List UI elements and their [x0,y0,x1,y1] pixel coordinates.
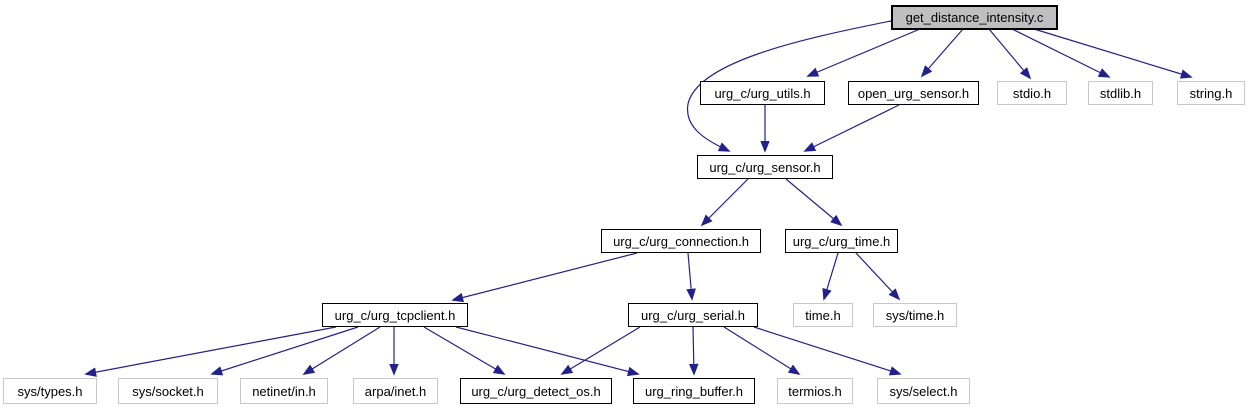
edge-urg_sensor-urg_connection [700,178,749,227]
node-urg_ring_buffer[interactable]: urg_ring_buffer.h [633,378,755,404]
node-urg_time[interactable]: urg_c/urg_time.h [785,229,898,253]
node-sys_select: sys/select.h [877,378,970,404]
node-sys_socket: sys/socket.h [118,378,218,404]
node-root: get_distance_intensity.c [891,5,1058,30]
edge-urg_tcpclient-urg_detect_os [423,326,506,375]
edge-urg_connection-urg_tcpclient [451,252,638,303]
node-urg_utils[interactable]: urg_c/urg_utils.h [700,81,825,105]
node-urg_tcpclient[interactable]: urg_c/urg_tcpclient.h [322,303,468,327]
edge-urg_connection-urg_serial [686,252,696,301]
node-urg_detect_os[interactable]: urg_c/urg_detect_os.h [460,378,612,404]
edge-urg_time-time_h [822,252,839,301]
edge-urg_tcpclient-urg_ring_buffer [455,326,640,377]
node-stdlib: stdlib.h [1088,81,1153,105]
node-sys_types: sys/types.h [3,378,97,404]
edge-root-urg_utils [806,28,921,77]
edge-urg_time-sys_time [855,252,901,301]
edge-root-urg_sensor [686,20,892,152]
node-urg_sensor[interactable]: urg_c/urg_sensor.h [697,155,833,179]
edge-urg_tcpclient-sys_socket [210,326,359,376]
edge-urg_serial-sys_select [753,326,902,376]
node-string: string.h [1177,81,1245,105]
edge-urg_tcpclient-sys_types [84,326,337,377]
edge-urg_serial-urg_detect_os [560,326,641,375]
edge-root-stdlib [1011,28,1111,78]
node-stdio: stdio.h [997,81,1067,105]
edge-root-string [1033,28,1193,79]
node-time_h: time.h [793,303,853,327]
node-netinet_in: netinet/in.h [240,378,328,404]
node-arpa_inet: arpa/inet.h [353,378,438,404]
edge-urg_sensor-urg_time [785,178,843,227]
node-urg_connection[interactable]: urg_c/urg_connection.h [601,229,761,253]
edge-urg_tcpclient-netinet_in [302,326,381,375]
edge-root-open_urg_sensor [920,28,964,78]
node-urg_serial[interactable]: urg_c/urg_serial.h [628,303,758,327]
node-termios: termios.h [777,378,853,404]
edge-urg_serial-termios [723,326,801,375]
node-sys_time: sys/time.h [873,303,957,327]
edge-root-stdio [988,28,1032,80]
edge-open_urg_sensor-urg_sensor [803,104,900,152]
edge-urg_serial-urg_ring_buffer [688,326,699,376]
node-open_urg_sensor[interactable]: open_urg_sensor.h [848,81,979,105]
